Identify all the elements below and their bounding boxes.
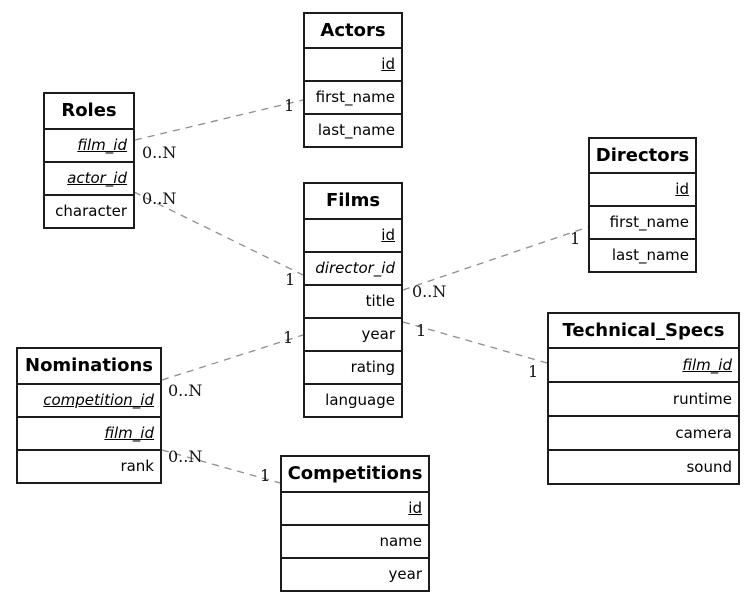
attribute-row-directors-first_name: first_name bbox=[590, 207, 695, 240]
attribute-label: year bbox=[361, 325, 395, 343]
attribute-label: first_name bbox=[609, 213, 689, 231]
cardinality-label-from-roles-films: 0..N bbox=[142, 189, 176, 208]
attribute-label: language bbox=[325, 391, 395, 409]
attribute-label: rating bbox=[350, 358, 395, 376]
attribute-row-films-language: language bbox=[305, 385, 401, 416]
attribute-row-films-title: title bbox=[305, 286, 401, 319]
attribute-row-films-id: id bbox=[305, 220, 401, 253]
attribute-label: character bbox=[55, 202, 127, 220]
attribute-row-technical_specs-sound: sound bbox=[549, 451, 738, 483]
attribute-row-roles-film_id: film_id bbox=[45, 130, 133, 163]
attribute-row-technical_specs-runtime: runtime bbox=[549, 383, 738, 417]
attribute-label: runtime bbox=[672, 390, 732, 408]
attribute-row-actors-last_name: last_name bbox=[305, 115, 401, 146]
attribute-row-technical_specs-camera: camera bbox=[549, 417, 738, 451]
attribute-row-films-year: year bbox=[305, 319, 401, 352]
attribute-label: camera bbox=[675, 424, 732, 442]
entity-title-nominations: Nominations bbox=[18, 349, 160, 385]
attribute-label: competition_id bbox=[43, 391, 154, 409]
relationship-line-films-directors bbox=[402, 226, 589, 291]
attribute-label: id bbox=[675, 180, 689, 198]
relationship-line-roles-actors bbox=[134, 99, 304, 141]
attribute-label: last_name bbox=[317, 121, 395, 139]
attribute-row-competitions-year: year bbox=[282, 559, 428, 590]
attribute-row-actors-first_name: first_name bbox=[305, 82, 401, 115]
attribute-row-films-rating: rating bbox=[305, 352, 401, 385]
attribute-row-nominations-competition_id: competition_id bbox=[18, 385, 160, 418]
attribute-row-films-director_id: director_id bbox=[305, 253, 401, 286]
cardinality-label-to-films-technical_specs: 1 bbox=[528, 362, 538, 381]
cardinality-label-to-films-directors: 1 bbox=[570, 229, 580, 248]
attribute-label: first_name bbox=[315, 88, 395, 106]
attribute-row-nominations-rank: rank bbox=[18, 451, 160, 482]
entity-directors: Directors id first_name last_name bbox=[588, 137, 697, 273]
attribute-row-nominations-film_id: film_id bbox=[18, 418, 160, 451]
entity-title-roles: Roles bbox=[45, 94, 133, 130]
cardinality-label-to-roles-actors: 1 bbox=[284, 96, 294, 115]
attribute-label: name bbox=[379, 532, 422, 550]
attribute-row-competitions-id: id bbox=[282, 493, 428, 526]
cardinality-label-from-nominations-competitions: 0..N bbox=[168, 447, 202, 466]
cardinality-label-from-roles-actors: 0..N bbox=[142, 143, 176, 162]
attribute-label: id bbox=[381, 226, 395, 244]
cardinality-label-from-films-directors: 0..N bbox=[412, 282, 446, 301]
relationship-line-nominations-films bbox=[161, 334, 304, 381]
entity-actors: Actors id first_name last_name bbox=[303, 12, 403, 148]
attribute-label: actor_id bbox=[67, 169, 127, 187]
entity-competitions: Competitions id name year bbox=[280, 455, 430, 592]
attribute-label: id bbox=[381, 55, 395, 73]
attribute-label: last_name bbox=[611, 246, 689, 264]
cardinality-label-to-roles-films: 1 bbox=[285, 270, 295, 289]
attribute-row-competitions-name: name bbox=[282, 526, 428, 559]
attribute-label: director_id bbox=[315, 259, 395, 277]
entity-title-technical_specs: Technical_Specs bbox=[549, 314, 738, 349]
attribute-label: film_id bbox=[104, 424, 154, 442]
attribute-label: film_id bbox=[682, 356, 732, 374]
attribute-label: year bbox=[388, 565, 422, 583]
relationship-line-roles-films bbox=[133, 191, 306, 277]
entity-title-directors: Directors bbox=[590, 139, 695, 174]
attribute-row-roles-character: character bbox=[45, 196, 133, 227]
entity-title-competitions: Competitions bbox=[282, 457, 428, 493]
entity-title-actors: Actors bbox=[305, 14, 401, 49]
attribute-label: id bbox=[408, 499, 422, 517]
cardinality-label-to-nominations-competitions: 1 bbox=[260, 466, 270, 485]
cardinality-label-from-nominations-films: 0..N bbox=[168, 381, 202, 400]
entity-roles: Roles film_id actor_id character bbox=[43, 92, 135, 229]
attribute-label: rank bbox=[120, 457, 154, 475]
cardinality-label-to-nominations-films: 1 bbox=[283, 328, 293, 347]
attribute-label: sound bbox=[686, 458, 732, 476]
attribute-label: title bbox=[365, 292, 395, 310]
attribute-label: film_id bbox=[77, 136, 127, 154]
attribute-row-directors-id: id bbox=[590, 174, 695, 207]
attribute-row-directors-last_name: last_name bbox=[590, 240, 695, 271]
cardinality-label-from-films-technical_specs: 1 bbox=[416, 321, 426, 340]
attribute-row-actors-id: id bbox=[305, 49, 401, 82]
attribute-row-technical_specs-film_id: film_id bbox=[549, 349, 738, 383]
attribute-row-roles-actor_id: actor_id bbox=[45, 163, 133, 196]
entity-title-films: Films bbox=[305, 184, 401, 220]
